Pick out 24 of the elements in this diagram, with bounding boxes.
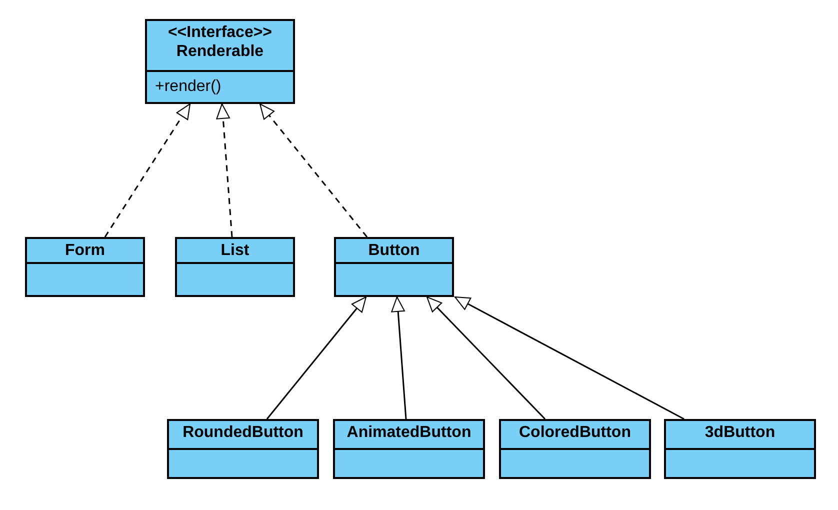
class-box [145, 19, 295, 104]
class-box [25, 237, 145, 297]
inheritance-arrow [454, 296, 684, 420]
method-signature: +render() [155, 78, 222, 96]
realization-arrow [104, 103, 191, 238]
class-name: Button [368, 241, 420, 260]
class-box [499, 419, 651, 479]
realization-arrow [216, 103, 233, 238]
class-name: ColoredButton [519, 423, 631, 442]
inheritance-arrow [426, 296, 546, 420]
class-box [333, 419, 485, 479]
inheritance-arrow [266, 296, 367, 420]
inheritance-arrow [391, 296, 407, 420]
realization-arrow [259, 103, 368, 238]
class-name: List [220, 241, 250, 260]
class-name: AnimatedButton [346, 423, 472, 442]
class-name: <<Interface>> Renderable [166, 23, 274, 61]
class-name: 3dButton [704, 423, 776, 442]
class-name: Form [65, 241, 105, 260]
class-box [334, 237, 454, 297]
class-name: RoundedButton [182, 423, 304, 442]
class-box [167, 419, 319, 479]
class-box [664, 419, 816, 479]
class-box [175, 237, 295, 297]
